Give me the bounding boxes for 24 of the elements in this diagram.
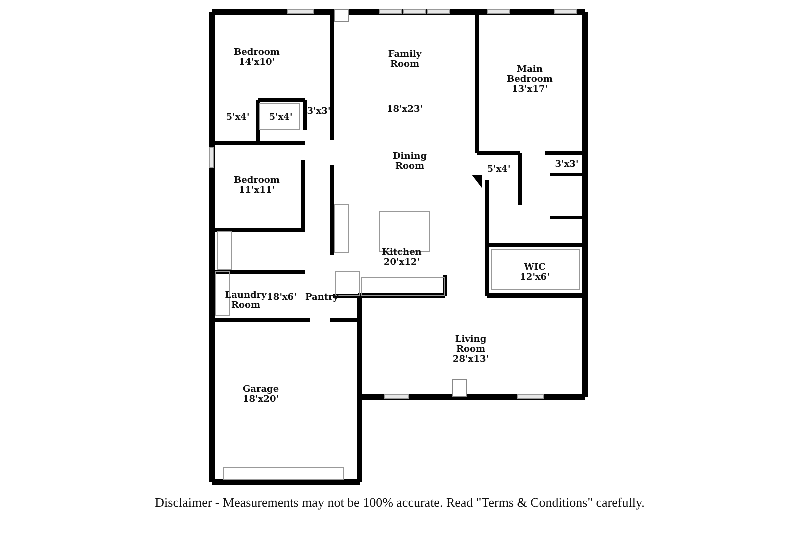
room-label: Main Bedroom xyxy=(506,65,554,85)
dimension-label: 3'x3' xyxy=(307,107,331,117)
room-label: WIC xyxy=(524,263,546,273)
room-label: Living Room xyxy=(454,335,488,355)
dimension-label: 28'x13' xyxy=(453,355,489,365)
dimension-label: 18'x20' xyxy=(243,395,279,405)
dimension-label: 5'x4' xyxy=(487,165,511,175)
dimension-label: 5'x4' xyxy=(226,113,250,123)
disclaimer-text: Disclaimer - Measurements may not be 100% accurate. Read "Terms & Conditions" carefully. xyxy=(154,495,646,511)
dimension-label: 11'x11' xyxy=(239,186,275,196)
dimension-label: 18'x6' xyxy=(267,293,297,303)
dimension-label: 13'x17' xyxy=(512,85,548,95)
dimension-label: 5'x4' xyxy=(269,113,293,123)
room-label: Dining Room xyxy=(392,152,428,172)
dimension-label: 20'x12' xyxy=(384,258,420,268)
dimension-label: 3'x3' xyxy=(555,160,579,170)
room-label: Garage xyxy=(242,385,280,395)
room-label: Kitchen xyxy=(382,248,422,258)
dimension-label: 18'x23' xyxy=(387,105,423,115)
room-label: Family Room xyxy=(387,50,423,70)
room-label: Bedroom xyxy=(234,176,280,186)
dimension-label: 12'x6' xyxy=(520,273,550,283)
dimension-label: 14'x10' xyxy=(239,58,275,68)
room-label: Bedroom xyxy=(234,48,280,58)
